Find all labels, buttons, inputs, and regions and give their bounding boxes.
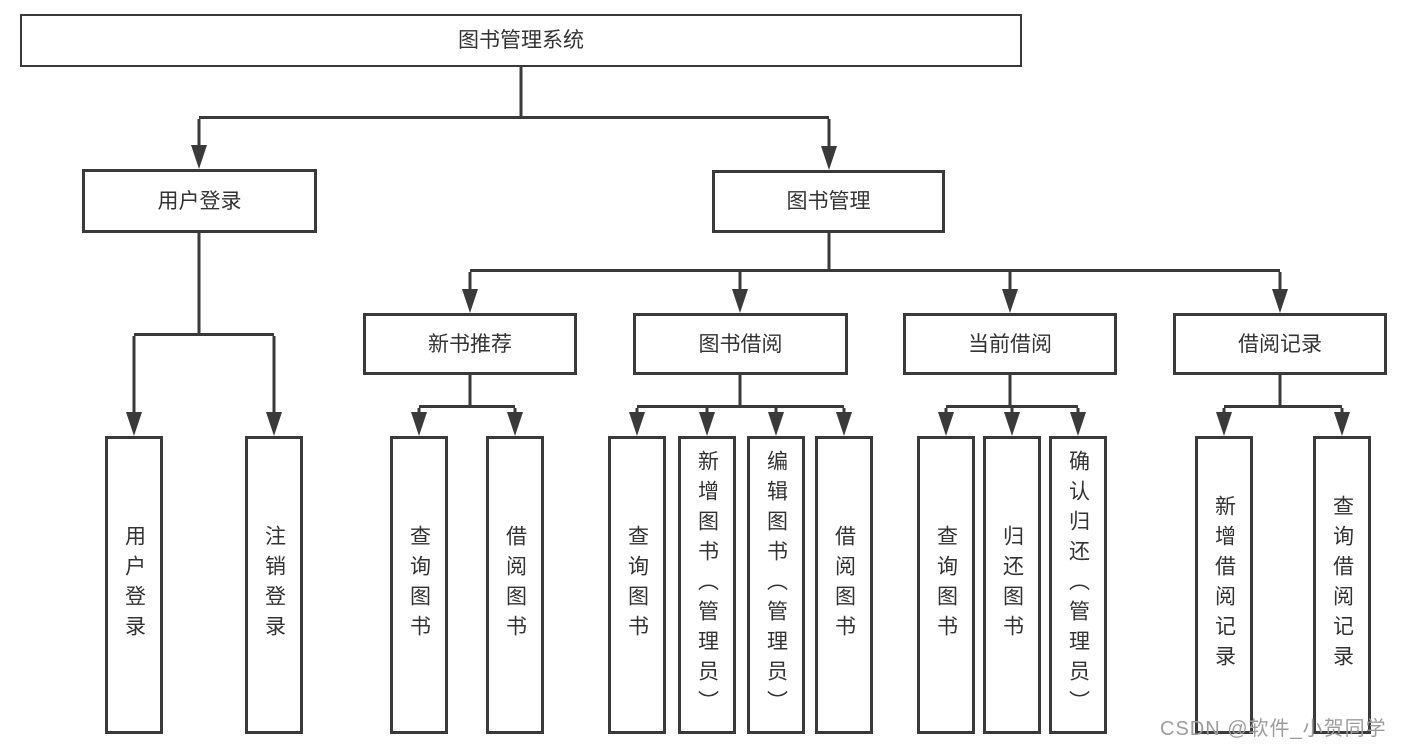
leaf-borrow-borrow-books: 借阅图书	[815, 436, 873, 734]
leaf-current-query-books: 查询图书	[917, 436, 975, 734]
connector-books-to-level3	[468, 233, 1282, 291]
leaf-records-query: 查询借阅记录	[1313, 436, 1371, 734]
node-book-management: 图书管理	[712, 170, 945, 233]
leaf-current-confirm-return-admin: 确认归还（管理员）	[1049, 436, 1107, 734]
leaf-records-add: 新增借阅记录	[1195, 436, 1253, 734]
node-new-book-recommend: 新书推荐	[363, 313, 577, 375]
node-current-borrow: 当前借阅	[903, 313, 1117, 375]
arrowheads-level2	[191, 145, 837, 170]
connector-recommend-to-leaves	[417, 375, 517, 415]
csdn-watermark: CSDN @软件_小贺同学	[1160, 718, 1387, 740]
arrowheads-login-leaves	[126, 412, 282, 436]
leaf-recommend-borrow-books: 借阅图书	[486, 436, 544, 734]
leaf-user-login: 用户登录	[105, 436, 163, 734]
node-borrow-records: 借阅记录	[1173, 313, 1387, 375]
leaf-current-return-books: 归还图书	[983, 436, 1041, 734]
connector-current-to-leaves	[944, 375, 1080, 415]
connector-records-to-leaves	[1222, 375, 1344, 415]
arrowheads-level3	[462, 289, 1288, 313]
arrowheads-current-leaves	[938, 412, 1086, 436]
leaf-borrow-query-books: 查询图书	[608, 436, 666, 734]
leaf-borrow-edit-books-admin: 编辑图书（管理员）	[747, 436, 805, 734]
leaf-borrow-add-books-admin: 新增图书（管理员）	[678, 436, 736, 734]
connector-root-to-level2	[197, 67, 831, 148]
arrowheads-recommend-leaves	[411, 412, 523, 436]
node-user-login: 用户登录	[82, 169, 317, 233]
connector-login-to-leaves	[132, 233, 276, 414]
node-book-borrow: 图书借阅	[633, 313, 848, 375]
node-library-system: 图书管理系统	[20, 14, 1022, 67]
leaf-logout: 注销登录	[245, 436, 303, 734]
arrowheads-records-leaves	[1216, 412, 1350, 436]
connector-borrow-to-leaves	[635, 375, 846, 415]
leaf-recommend-query-books: 查询图书	[390, 436, 448, 734]
arrowheads-borrow-leaves	[629, 412, 852, 436]
